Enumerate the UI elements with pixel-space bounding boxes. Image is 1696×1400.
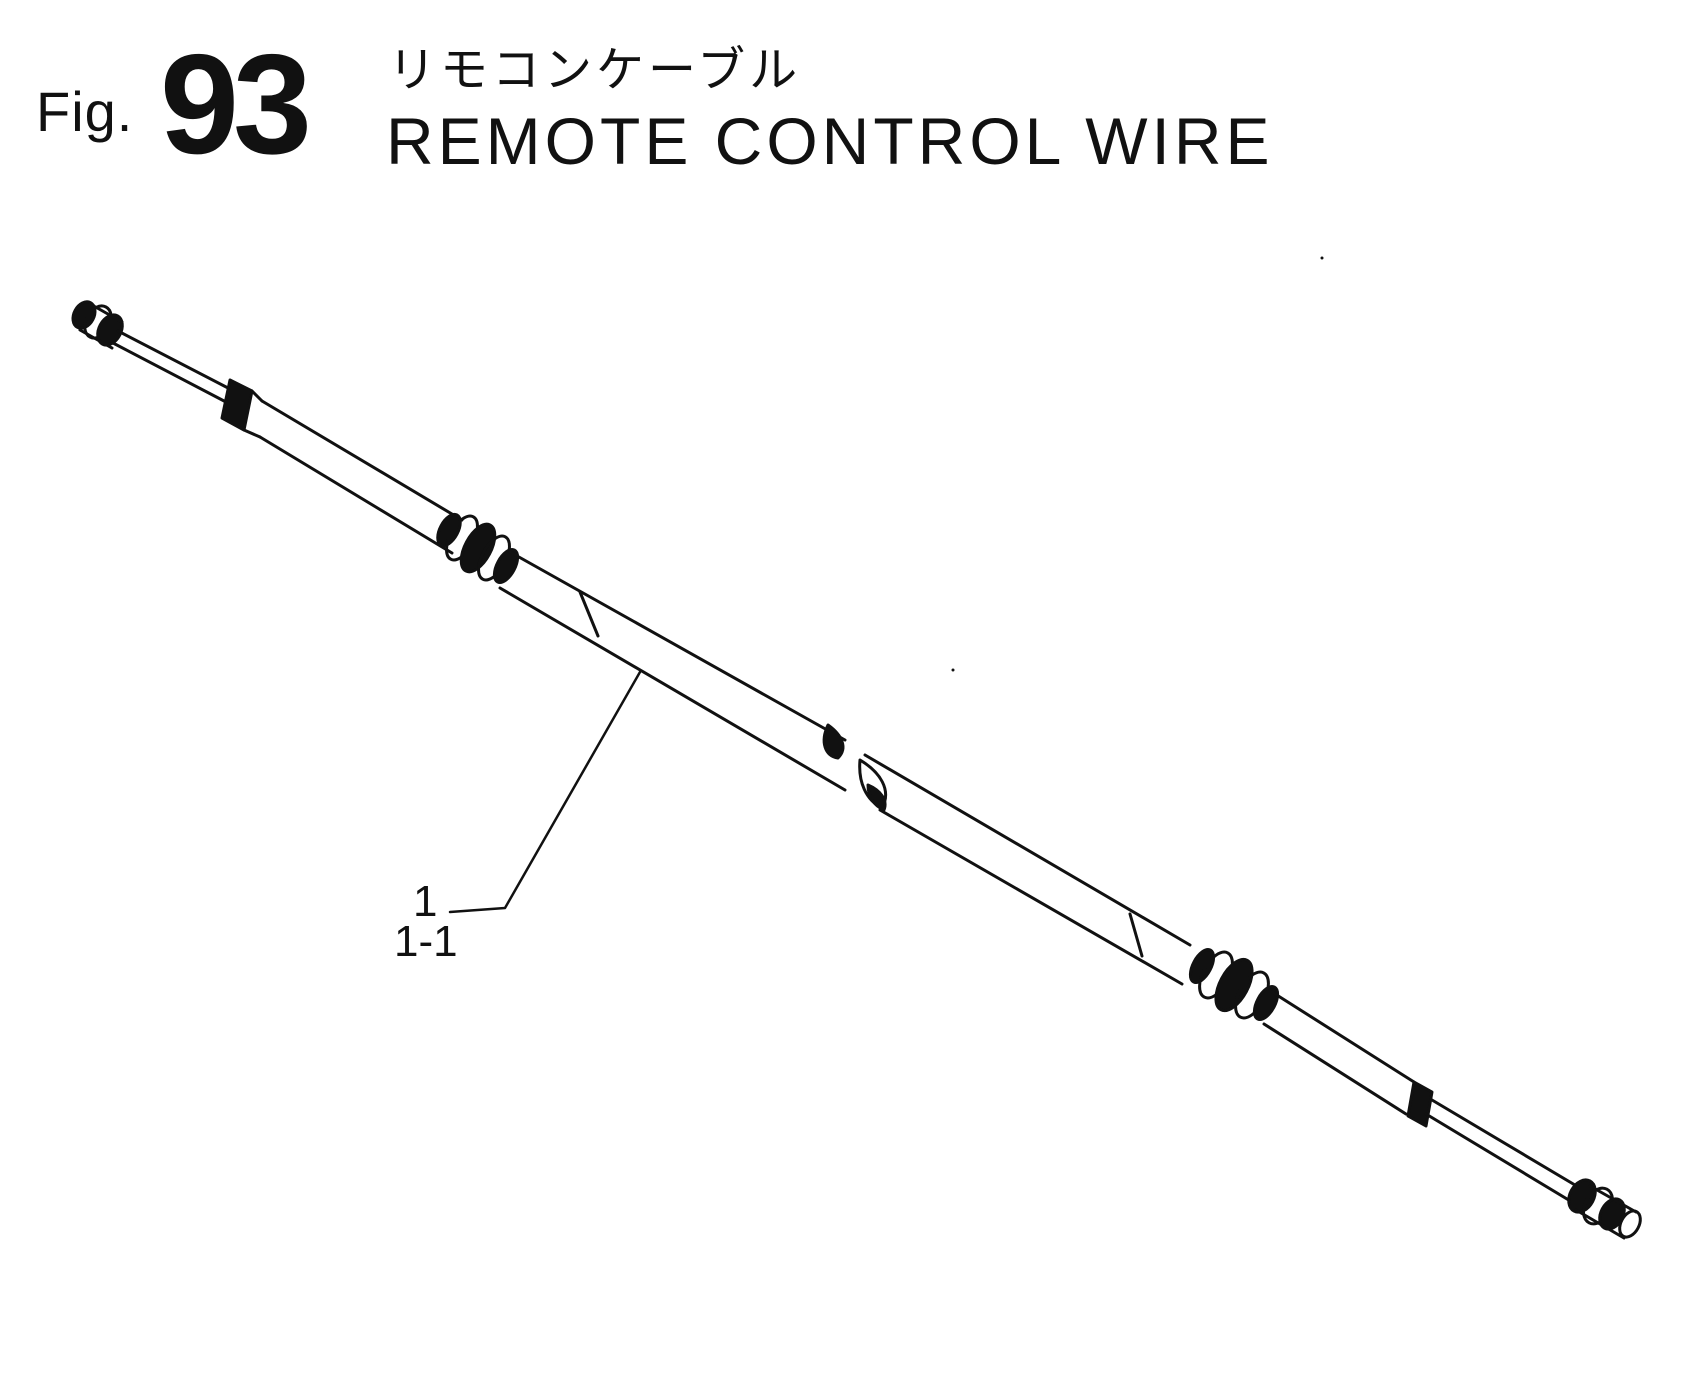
speck bbox=[951, 668, 955, 672]
left-end-fitting bbox=[71, 300, 124, 350]
figure-header: Fig. 93 リモコンケーブル REMOTE CONTROL WIRE bbox=[36, 30, 1286, 176]
left-conduit bbox=[258, 399, 464, 555]
speck bbox=[1320, 256, 1324, 260]
fig-prefix: Fig. bbox=[36, 80, 134, 143]
main-jacket-right bbox=[858, 753, 1192, 986]
callout-sub-number: 1-1 bbox=[394, 917, 458, 966]
left-rod bbox=[111, 329, 232, 404]
right-conduit bbox=[1262, 990, 1416, 1116]
fig-number: 93 bbox=[160, 25, 312, 184]
callout-part-number: 1 bbox=[413, 877, 437, 926]
title-japanese: リモコンケーブル bbox=[388, 42, 802, 98]
right-ferrule bbox=[1406, 1080, 1434, 1128]
right-end-fitting bbox=[1567, 1178, 1642, 1240]
left-coupling bbox=[436, 512, 520, 584]
title-english: REMOTE CONTROL WIRE bbox=[386, 104, 1274, 178]
right-coupling bbox=[1188, 948, 1280, 1021]
callout-leader bbox=[448, 670, 642, 914]
right-rod bbox=[1424, 1098, 1582, 1204]
left-ferrule bbox=[220, 378, 264, 439]
main-jacket-left bbox=[498, 550, 847, 792]
